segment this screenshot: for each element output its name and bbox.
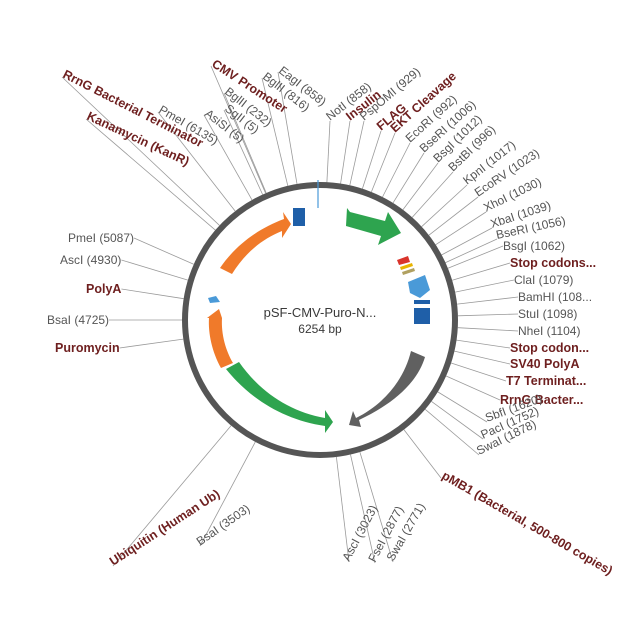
leader-line: [121, 259, 189, 281]
leader-line: [431, 401, 484, 440]
leader-line: [336, 456, 350, 563]
leader-line: [392, 152, 425, 204]
kanamycin-arrow: [220, 212, 291, 274]
feature-label: Puromycin: [55, 341, 120, 355]
feature-label: RrnG Bacter...: [500, 393, 583, 407]
site-label: StuI (1098): [518, 307, 577, 321]
sv40-polya-box: [414, 308, 430, 324]
leader-line: [452, 262, 511, 281]
insulin-marker: [397, 256, 410, 265]
leader-line: [223, 92, 267, 194]
plasmid-size: 6254 bp: [298, 322, 342, 336]
leader-line: [261, 77, 289, 186]
leader-line: [456, 339, 511, 349]
leader-line: [223, 109, 263, 195]
feature-label: PolyA: [86, 282, 121, 296]
pmb1-origin-arrow: [349, 351, 425, 427]
feature-label: Ubiquitin (Human Ub): [107, 487, 222, 569]
leader-line: [112, 425, 232, 567]
feature-label: pMB1 (Bacterial, 500-800 copies): [440, 468, 615, 577]
leader-line: [199, 441, 256, 547]
polya-marker: [208, 296, 220, 303]
leader-line: [85, 118, 216, 231]
leader-line: [437, 391, 488, 423]
rrng-terminator-box: [293, 208, 305, 226]
leader-line: [277, 71, 298, 184]
leader-line: [424, 408, 480, 456]
site-label: AscI (4930): [60, 253, 121, 267]
plasmid-name: pSF-CMV-Puro-N...: [264, 305, 377, 320]
stop-codon-box: [414, 300, 430, 304]
leader-line: [402, 162, 439, 210]
leader-line: [457, 327, 519, 332]
leader-line: [457, 313, 519, 317]
leader-line: [428, 196, 479, 236]
leader-line: [362, 130, 382, 189]
leader-lines: [61, 65, 519, 567]
insert-arrow: [408, 275, 430, 298]
leader-line: [457, 296, 519, 305]
leader-line: [445, 238, 498, 263]
leader-line: [371, 132, 396, 193]
leader-line: [421, 184, 468, 227]
site-label: BsaI (4725): [47, 313, 109, 327]
leader-line: [349, 120, 365, 186]
leader-line: [119, 338, 184, 349]
site-label: BamHI (108...: [518, 290, 592, 304]
leader-line: [411, 171, 454, 218]
backbone-circle: [182, 182, 458, 458]
leader-line: [447, 245, 504, 269]
ekt-marker: [402, 268, 415, 275]
feature-label: Stop codon...: [510, 341, 589, 355]
leader-line: [441, 227, 493, 256]
feature-label: SV40 PolyA: [510, 357, 579, 371]
site-label: BsgI (1062): [503, 239, 565, 253]
leader-line: [210, 65, 266, 194]
leader-line: [454, 350, 511, 365]
leader-line: [133, 237, 194, 265]
flag-marker: [400, 263, 413, 270]
leader-line: [455, 279, 515, 293]
site-label: NheI (1104): [518, 324, 580, 338]
feature-label: Stop codons...: [510, 256, 596, 270]
leader-line: [340, 120, 351, 184]
leader-line: [359, 451, 394, 563]
leader-line: [435, 211, 487, 246]
feature-label: T7 Terminat...: [506, 374, 586, 388]
site-label: PmeI (5087): [68, 231, 134, 245]
leader-line: [61, 76, 220, 226]
ubiquitin-promoter-arrow: [226, 362, 333, 433]
puromycin-arrow: [207, 309, 233, 368]
leader-line: [203, 114, 253, 201]
leader-line: [326, 120, 331, 183]
center-title: pSF-CMV-Puro-N... 6254 bp: [264, 305, 377, 336]
leader-line: [350, 454, 376, 564]
leader-line: [382, 142, 411, 198]
leader-line: [445, 375, 501, 401]
site-label: ClaI (1079): [514, 273, 573, 287]
leader-line: [157, 111, 236, 212]
feature-arrows: [207, 180, 430, 433]
leader-line: [403, 429, 442, 479]
cmv-promoter-arrow: [346, 208, 401, 245]
leader-line: [450, 362, 507, 382]
leader-line: [121, 288, 184, 300]
